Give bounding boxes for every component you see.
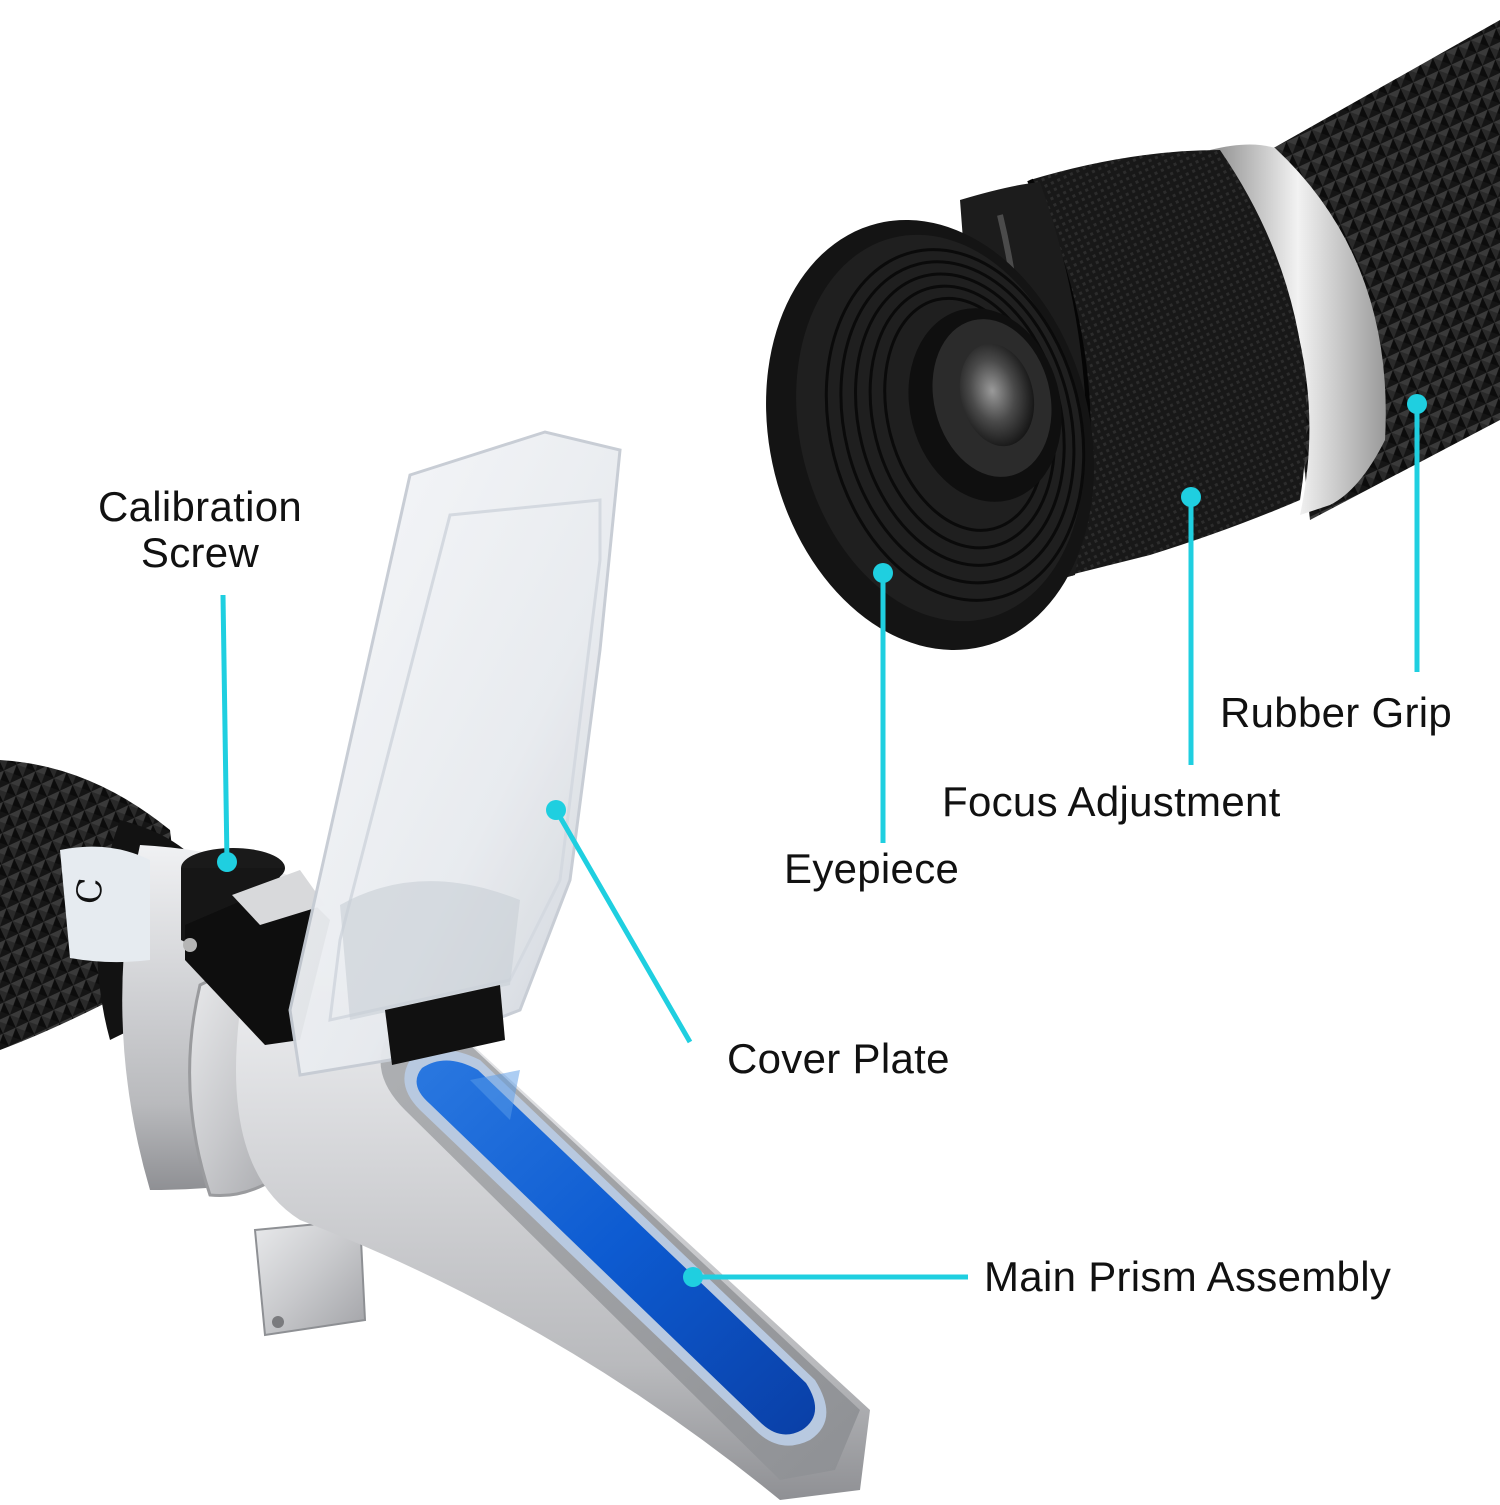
calibration-screw-label-line2: Screw xyxy=(140,529,260,576)
silver-ring xyxy=(1210,144,1386,515)
leader-eyepiece xyxy=(873,563,893,843)
prism-instrument: C xyxy=(0,430,870,1500)
focus-adjustment-dot xyxy=(1181,487,1201,507)
eyepiece-instrument xyxy=(766,20,1500,651)
calibration-screw-label: Calibration Screw xyxy=(70,484,330,576)
eyepiece-lens xyxy=(959,343,1035,447)
leader-rubber-grip xyxy=(1407,394,1427,672)
prism-window xyxy=(416,1060,816,1435)
leader-focus-adjustment xyxy=(1181,487,1201,765)
leader-calibration-screw xyxy=(217,594,237,872)
scale-marking: C xyxy=(69,876,111,905)
rubber-grip-dot xyxy=(1407,394,1427,414)
leader-cover-plate xyxy=(546,800,693,1044)
eyepiece-label: Eyepiece xyxy=(784,845,960,892)
eyepiece-dot xyxy=(873,563,893,583)
focus-ring-body xyxy=(1030,150,1307,575)
cover-plate-label: Cover Plate xyxy=(727,1035,950,1082)
calibration-screw-label-line1: Calibration xyxy=(97,483,303,530)
main-prism-assembly-dot xyxy=(683,1267,703,1287)
cover-plate-dot xyxy=(546,800,566,820)
callout-leaders xyxy=(217,394,1427,1287)
cover-hinge xyxy=(385,985,505,1065)
rubber-grip-label: Rubber Grip xyxy=(1220,689,1453,736)
calibration-screw-dot xyxy=(217,852,237,872)
focus-adjustment-label: Focus Adjustment xyxy=(942,778,1281,825)
leader-main-prism-assembly xyxy=(683,1267,968,1287)
main-prism-assembly-label: Main Prism Assembly xyxy=(984,1253,1392,1300)
